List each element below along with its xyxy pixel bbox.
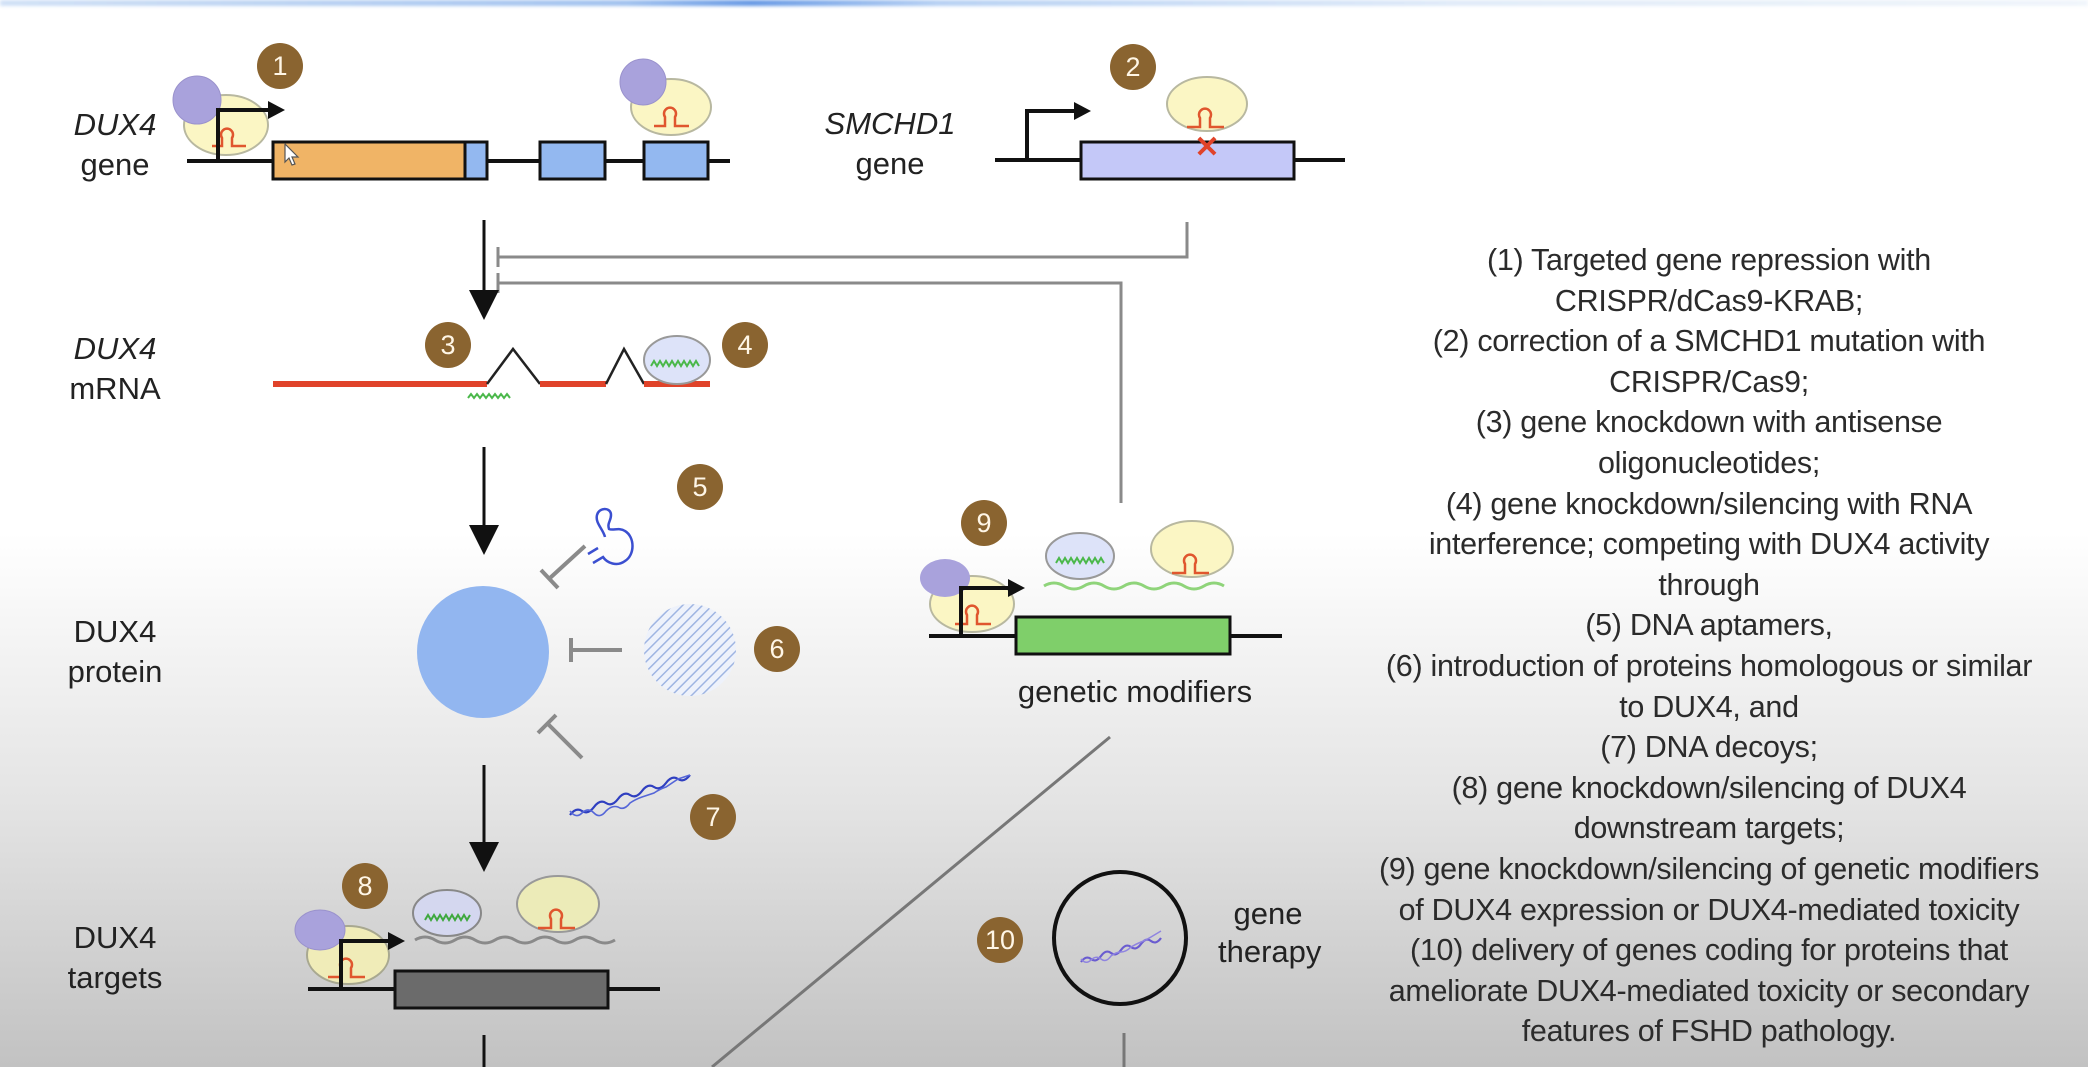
sirna-icon	[650, 359, 700, 368]
modifier-inhibition-line	[498, 281, 1123, 503]
cas9-ellipse	[516, 875, 600, 933]
genetic-modifier-locus	[920, 520, 1282, 656]
krab-domain	[172, 75, 222, 125]
vector-circle	[1052, 870, 1188, 1006]
legend-line: ameliorate DUX4-mediated toxicity or sec…	[1388, 973, 2030, 1008]
badge-6: 6	[754, 626, 800, 672]
dux4-protein-circle	[417, 586, 549, 718]
smchd1-promoter-arrow	[1025, 109, 1078, 160]
intron-splice	[485, 346, 541, 385]
intron-splice	[604, 346, 646, 385]
legend-line: (2) correction of a SMCHD1 mutation with	[1432, 324, 1986, 359]
legend-line: (9) gene knockdown/silencing of genetic …	[1378, 851, 2040, 886]
gene-therapy-vector	[1052, 870, 1188, 1067]
dux4-mrna	[273, 335, 711, 400]
krab-domain	[294, 909, 346, 951]
guide-rna-icon	[212, 127, 246, 148]
dux4-exon1-utr	[463, 140, 489, 181]
dux4-exon3	[642, 140, 710, 181]
dux4-exon1-orf	[271, 140, 467, 181]
aptamer-inhibition-line	[548, 544, 587, 580]
badge-2: 2	[1110, 44, 1156, 90]
legend-line: features of FSHD pathology.	[1521, 1014, 1897, 1049]
badge-9: 9	[961, 500, 1007, 546]
label-genetic-modifiers: genetic modifiers	[1017, 674, 1253, 709]
homologous-protein-icon	[644, 604, 736, 696]
badge-8: 8	[342, 863, 388, 909]
guide-rna-icon	[538, 908, 575, 930]
legend-line: through	[1658, 567, 1760, 602]
smchd1-exon	[1079, 140, 1296, 181]
legend-line: (3) gene knockdown with antisense	[1475, 405, 1943, 440]
guide-rna-icon	[955, 604, 991, 626]
legend-line: CRISPR/dCas9-KRAB;	[1554, 283, 1864, 318]
target-gene-exon	[393, 969, 610, 1010]
arrowhead-icon	[1074, 102, 1091, 120]
legend-line: (6) introduction of proteins homologous …	[1385, 648, 2033, 683]
label-dux4-gene: DUX4 gene	[73, 107, 157, 182]
arrowhead-icon	[268, 101, 285, 119]
legend-line: oligonucleotides;	[1597, 445, 1821, 480]
modifier-to-pathology-line	[711, 735, 1111, 1067]
guide-rna-icon	[1172, 553, 1209, 575]
legend-line: interference; competing with DUX4 activi…	[1428, 527, 1990, 562]
dux4-target-locus	[294, 875, 660, 1010]
target-promoter-arrow	[339, 939, 392, 989]
guide-rna-icon	[1187, 107, 1224, 129]
dux4-protein-group	[417, 507, 736, 817]
dna-decoy-icon	[569, 774, 691, 816]
risc-complex	[412, 889, 482, 937]
legend-line: (4) gene knockdown/silencing with RNA	[1445, 486, 1973, 521]
dux4-gene-locus	[172, 58, 730, 181]
badge-5: 5	[677, 464, 723, 510]
mouse-cursor-icon	[284, 143, 300, 166]
badge-1: 1	[257, 43, 303, 89]
risc-complex	[1045, 532, 1115, 580]
antisense-oligo-icon	[467, 392, 511, 400]
legend-line: (8) gene knockdown/silencing of DUX4	[1451, 770, 1967, 805]
smchd1-inhibition-line	[498, 222, 1189, 259]
legend-line: (1) Targeted gene repression with	[1487, 243, 1931, 277]
smchd1-gene-locus: ✕	[995, 76, 1345, 181]
badge-10: 10	[977, 917, 1023, 963]
sirna-icon	[424, 913, 471, 922]
modifier-transcript	[1043, 581, 1225, 591]
badge-4: 4	[722, 322, 768, 368]
mutation-x-icon: ✕	[1194, 131, 1219, 164]
modifier-gene-exon	[1014, 615, 1232, 656]
label-dux4-mrna: DUX4 mRNA	[69, 331, 161, 406]
legend-line: to DUX4, and	[1619, 689, 1799, 724]
target-transcript	[414, 935, 616, 945]
badge-7: 7	[690, 794, 736, 840]
legend-line: (10) delivery of genes coding for protei…	[1410, 933, 2008, 968]
cas9-ellipse	[1150, 520, 1234, 578]
legend-line: CRISPR/Cas9;	[1609, 364, 1809, 399]
label-dux4-targets: DUX4 targets	[67, 920, 163, 995]
krab-domain	[920, 559, 970, 597]
legend-line: of DUX4 expression or DUX4-mediated toxi…	[1398, 892, 2020, 927]
decoy-inhibition-line	[546, 722, 584, 760]
dux4-promoter-arrow	[216, 108, 272, 161]
arrowhead-icon	[1008, 579, 1025, 597]
video-top-strip	[0, 0, 2088, 6]
legend-line: (7) DNA decoys;	[1600, 730, 1818, 765]
modifier-promoter-arrow	[959, 586, 1012, 636]
legend-line: downstream targets;	[1573, 811, 1845, 846]
label-dux4-protein: DUX4 protein	[67, 614, 163, 689]
guide-rna-icon	[654, 106, 689, 128]
sirna-icon	[1055, 556, 1105, 565]
risc-complex	[643, 335, 711, 385]
krab-domain	[619, 58, 667, 106]
dux4-exon2	[538, 140, 607, 181]
cas9-ellipse	[1166, 76, 1248, 132]
legend-line: (5) DNA aptamers,	[1585, 608, 1833, 643]
label-smchd1-gene: SMCHD1 gene	[824, 106, 956, 181]
badge-3: 3	[425, 322, 471, 368]
transgene-dna-icon	[1080, 937, 1162, 963]
dna-aptamer-icon	[587, 507, 634, 566]
label-gene-therapy: gene therapy	[1218, 896, 1322, 969]
arrowhead-icon	[388, 932, 405, 950]
